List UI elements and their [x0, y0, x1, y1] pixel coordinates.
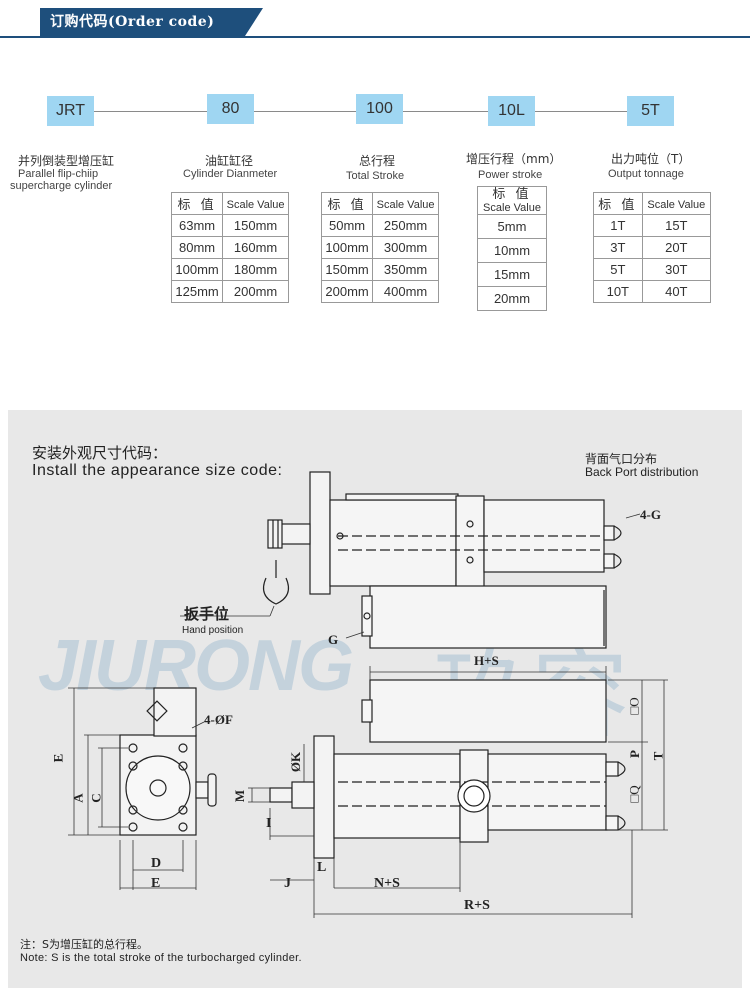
table-row: 10mm: [477, 238, 547, 263]
dim-q: □Q: [626, 785, 642, 803]
code-box-model: JRT: [47, 96, 94, 126]
code-box-total-stroke: 100: [356, 94, 403, 124]
table-row: 15mm: [477, 262, 547, 287]
label-model-en-1: Parallel flip-chiip: [18, 168, 99, 180]
dim-h-plus-s: H+S: [474, 653, 499, 668]
header-rule: [0, 36, 750, 38]
label-total-stroke-cn: 总行程: [359, 154, 396, 168]
label-power-stroke-en: Power stroke: [478, 169, 543, 181]
table-header-en: Scale Value: [647, 199, 706, 211]
dim-c: C: [88, 793, 104, 803]
label-power-stroke-cn: 增压行程（mm）: [466, 152, 562, 166]
dim-r-plus-s: R+S: [464, 898, 490, 913]
table-header-en: Scale Value: [483, 201, 541, 214]
section-title: 订购代码(Order code): [40, 8, 263, 36]
dim-n-plus-s: N+S: [374, 876, 400, 891]
dim-i: I: [266, 816, 272, 831]
dim-j: J: [284, 876, 291, 891]
back-port-en: Back Port distribution: [585, 465, 699, 479]
note-cn: 注：S为增压缸的总行程。: [20, 938, 148, 951]
dim-4-phi-f: 4-ØF: [204, 712, 233, 727]
dim-p: P: [626, 750, 642, 758]
dim-l: L: [317, 860, 327, 875]
code-box-diameter: 80: [207, 94, 254, 124]
hand-position-en: Hand position: [182, 625, 244, 636]
table-header-en: Scale Value: [376, 199, 435, 211]
table-header-cn: 标 值: [492, 186, 532, 202]
dim-a: A: [70, 793, 86, 803]
hand-position-cn: 扳手位: [184, 605, 230, 623]
table-row: 20mm: [477, 286, 547, 311]
label-total-stroke-en: Total Stroke: [346, 170, 405, 182]
section-header: 订购代码(Order code): [0, 0, 750, 44]
back-port-cn: 背面气口分布: [585, 452, 658, 466]
label-model-cn: 并列倒装型增压缸: [18, 154, 115, 168]
label-tonnage-en: Output tonnage: [608, 168, 684, 180]
dim-e-left: E: [50, 753, 66, 763]
table-header-en: Scale Value: [226, 199, 285, 211]
label-diameter-cn: 油缸缸径: [205, 154, 254, 168]
install-drawing-panel: JIURONG 玖容: [8, 410, 742, 988]
label-model-en-2: supercharge cylinder: [10, 180, 113, 192]
install-title-cn: 安装外观尺寸代码：: [32, 444, 168, 462]
dim-d: D: [151, 856, 162, 871]
dim-t: T: [650, 751, 666, 761]
code-box-tonnage: 5T: [627, 96, 674, 126]
dim-phi-k: ØK: [288, 751, 304, 773]
dim-m: M: [232, 789, 248, 803]
table-row: 5mm: [477, 214, 547, 239]
table-header-cn: 标 值: [327, 198, 367, 213]
table-header-cn: 标 值: [177, 198, 217, 213]
dim-4g: 4-G: [640, 507, 661, 522]
note-en: Note: S is the total stroke of the turbo…: [20, 952, 302, 964]
label-tonnage-cn: 出力吨位（T）: [611, 152, 691, 166]
dim-e-bottom: E: [151, 876, 161, 891]
dim-o: □O: [626, 697, 642, 715]
code-box-power-stroke: 10L: [488, 96, 535, 126]
install-title-en: Install the appearance size code:: [32, 462, 283, 479]
cylinder-drawing: [68, 471, 668, 918]
table-header-cn: 标 值: [598, 198, 638, 213]
label-diameter-en: Cylinder Dianmeter: [183, 168, 278, 180]
dim-g: G: [328, 632, 339, 647]
